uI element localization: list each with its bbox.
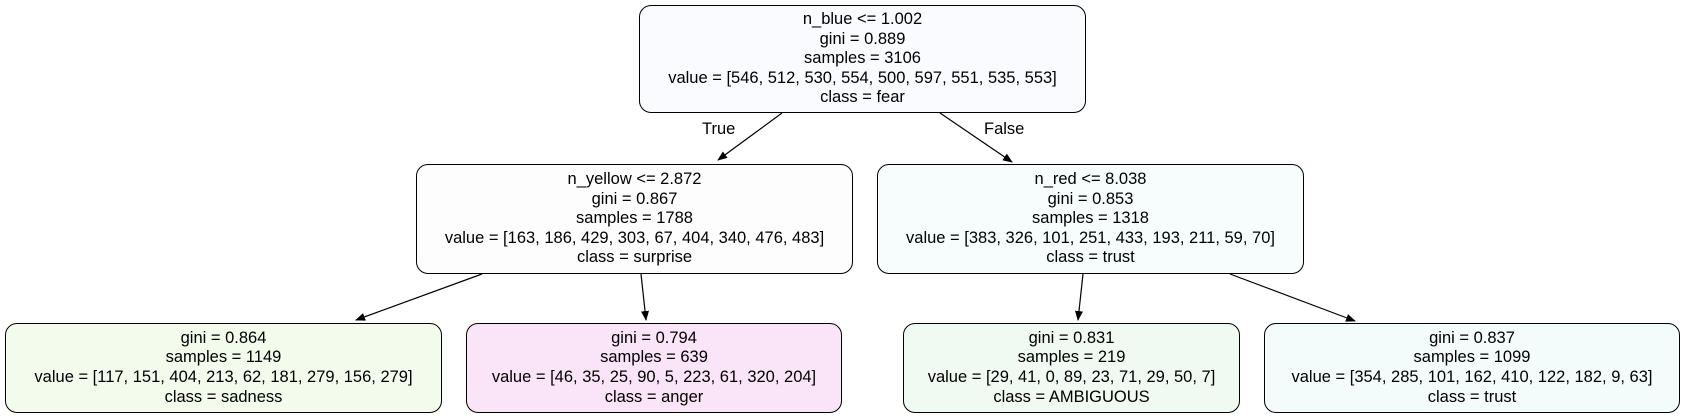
edge-right-to-leaf4 — [1229, 273, 1356, 322]
node-samples: samples = 639 — [600, 348, 708, 367]
node-class: class = trust — [1427, 387, 1517, 406]
tree-leaf-4: gini = 0.837 samples = 1099 value = [354… — [1264, 323, 1680, 413]
node-class: class = surprise — [576, 248, 693, 267]
edge-label-false: False — [984, 120, 1025, 138]
node-samples: samples = 1149 — [165, 348, 282, 367]
node-value: value = [546, 512, 530, 554, 500, 597, 5… — [668, 68, 1057, 87]
node-gini: gini = 0.837 — [1429, 328, 1515, 347]
tree-leaf-1: gini = 0.864 samples = 1149 value = [117… — [5, 323, 442, 413]
node-samples: samples = 3106 — [804, 49, 921, 68]
node-class: class = AMBIGUOUS — [993, 387, 1150, 406]
tree-node-right: n_red <= 8.038 gini = 0.853 samples = 13… — [877, 164, 1304, 274]
tree-leaf-3: gini = 0.831 samples = 219 value = [29, … — [903, 323, 1240, 413]
node-samples: samples = 1099 — [1413, 348, 1531, 367]
tree-node-root: n_blue <= 1.002 gini = 0.889 samples = 3… — [639, 5, 1086, 113]
node-gini: gini = 0.889 — [819, 29, 906, 48]
node-condition: n_red <= 8.038 — [1034, 170, 1147, 189]
node-condition: n_blue <= 1.002 — [802, 10, 923, 29]
node-value: value = [163, 186, 429, 303, 67, 404, 34… — [444, 228, 825, 247]
node-value: value = [29, 41, 0, 89, 23, 71, 29, 50, … — [927, 368, 1216, 386]
edge-left-to-leaf1 — [355, 273, 483, 321]
node-gini: gini = 0.831 — [1028, 328, 1115, 347]
node-value: value = [383, 326, 101, 251, 433, 193, 2… — [906, 228, 1275, 247]
node-class: class = sadness — [164, 387, 283, 406]
node-value: value = [117, 151, 404, 213, 62, 181, 27… — [34, 368, 413, 386]
edge-left-to-leaf2 — [640, 273, 650, 321]
edge-root-to-left — [717, 112, 783, 161]
edge-label-true: True — [702, 120, 736, 138]
node-samples: samples = 219 — [1017, 348, 1126, 367]
edge-right-to-leaf3 — [1074, 273, 1084, 321]
node-gini: gini = 0.853 — [1047, 189, 1134, 208]
tree-leaf-2: gini = 0.794 samples = 639 value = [46, … — [466, 323, 842, 413]
node-class: class = trust — [1046, 248, 1135, 267]
node-class: class = fear — [820, 88, 905, 107]
node-samples: samples = 1318 — [1032, 209, 1149, 228]
node-value: value = [354, 285, 101, 162, 410, 122, 1… — [1291, 368, 1653, 386]
node-gini: gini = 0.794 — [611, 328, 697, 347]
tree-node-left: n_yellow <= 2.872 gini = 0.867 samples =… — [416, 164, 853, 274]
node-value: value = [46, 35, 25, 90, 5, 223, 61, 320… — [491, 368, 817, 386]
node-gini: gini = 0.867 — [591, 189, 678, 208]
node-gini: gini = 0.864 — [180, 328, 267, 347]
node-class: class = anger — [604, 387, 704, 406]
edge-root-to-right — [939, 112, 1013, 163]
node-samples: samples = 1788 — [576, 209, 693, 228]
node-condition: n_yellow <= 2.872 — [567, 170, 702, 189]
